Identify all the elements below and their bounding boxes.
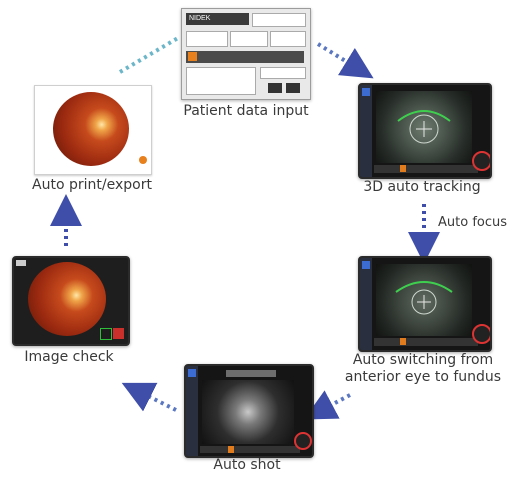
form-field [230, 31, 268, 47]
form-field [186, 31, 228, 47]
status-bar [374, 165, 478, 173]
step-auto-print-export [34, 85, 152, 175]
fundus-image [53, 92, 129, 166]
orange-icon [400, 338, 406, 345]
label-image-check: Image check [24, 349, 114, 365]
screen-toolbar [360, 258, 372, 350]
tracking-overlay [395, 281, 453, 315]
status-bar [374, 338, 478, 346]
label-auto-focus: Auto focus [438, 215, 508, 230]
dial-icon [472, 151, 490, 171]
label-auto-switching: Auto switching from anterior eye to fund… [338, 352, 508, 386]
screen-badge-icon [362, 88, 370, 96]
orange-icon [188, 52, 197, 61]
orange-icon [228, 446, 234, 453]
form-button [268, 83, 282, 93]
form-button [286, 83, 300, 93]
form-field [252, 13, 306, 27]
form-field [270, 31, 306, 47]
label-auto-shot: Auto shot [213, 457, 281, 473]
tracking-overlay [397, 110, 451, 144]
printer-icon [139, 156, 147, 164]
top-readout [226, 370, 276, 377]
thumbnail-icon [16, 260, 26, 266]
label-auto-switching-line2: anterior eye to fundus [344, 369, 502, 385]
arrow-shot-to-check [121, 382, 177, 412]
step-3d-auto-tracking [358, 83, 492, 179]
delete-icon [113, 328, 124, 339]
arrow-patient-to-tracking [316, 42, 374, 79]
dial-icon [472, 324, 490, 344]
step-auto-switching [358, 256, 492, 352]
form-header: NIDEK [186, 13, 249, 25]
screen-toolbar [360, 85, 372, 177]
screen-toolbar [186, 366, 198, 456]
step-auto-shot [184, 364, 314, 458]
label-3d-auto-tracking: 3D auto tracking [363, 179, 481, 195]
step-patient-data-input: NIDEK [181, 8, 311, 100]
label-patient-data-input: Patient data input [183, 103, 309, 119]
screen-badge-icon [188, 369, 196, 377]
form-row-dark [186, 51, 304, 63]
fundus-dark-view [202, 380, 294, 444]
dial-icon [294, 432, 312, 450]
label-auto-print-export: Auto print/export [32, 177, 152, 193]
form-field [260, 67, 306, 79]
step-image-check [12, 256, 130, 346]
screen-badge-icon [362, 261, 370, 269]
arrow-switching-to-shot [303, 390, 351, 420]
status-bar [200, 446, 300, 453]
fundus-image [28, 262, 106, 336]
arrow-print-to-patient [118, 36, 180, 74]
orange-icon [400, 165, 406, 172]
label-auto-switching-line1: Auto switching from [352, 352, 494, 368]
form-field [186, 67, 256, 95]
camera-icon [100, 328, 112, 340]
